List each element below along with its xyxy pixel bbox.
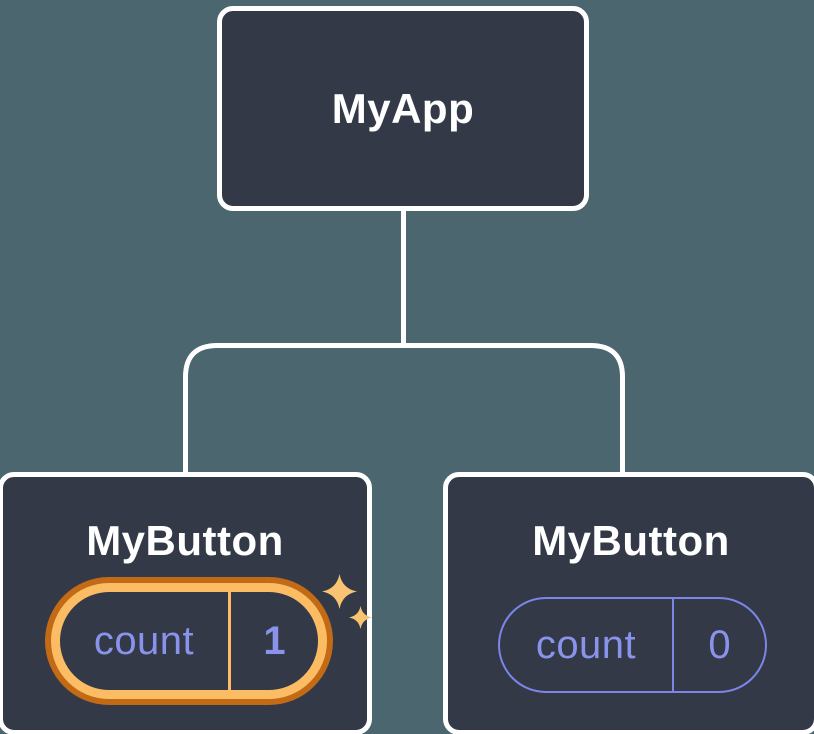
state-key: count [93, 618, 195, 663]
state-pill-highlight-ring-inner: count 1 [51, 583, 327, 699]
state-value-cell: 0 [672, 599, 765, 691]
state-key-cell: count [60, 592, 228, 690]
component-node-mybutton-1: MyButton count 1 [0, 472, 372, 734]
state-key-cell: count [500, 599, 672, 691]
component-label: MyApp [331, 84, 475, 132]
state-pill-highlight-ring: count 1 [45, 577, 333, 705]
state-value: 0 [708, 622, 731, 667]
state-pill: count 0 [498, 597, 767, 693]
component-node-myapp: MyApp [217, 6, 589, 211]
state-value-cell: 1 [228, 592, 318, 690]
component-label: MyButton [86, 517, 284, 564]
state-pill: count 1 [60, 592, 318, 690]
component-label: MyButton [532, 517, 730, 564]
state-key: count [535, 622, 637, 667]
sparkle-icon [349, 606, 372, 629]
component-node-mybutton-2: MyButton count 0 [443, 472, 814, 734]
sparkle-icon [322, 574, 357, 609]
state-value: 1 [263, 618, 286, 663]
connector-bracket [183, 343, 625, 474]
